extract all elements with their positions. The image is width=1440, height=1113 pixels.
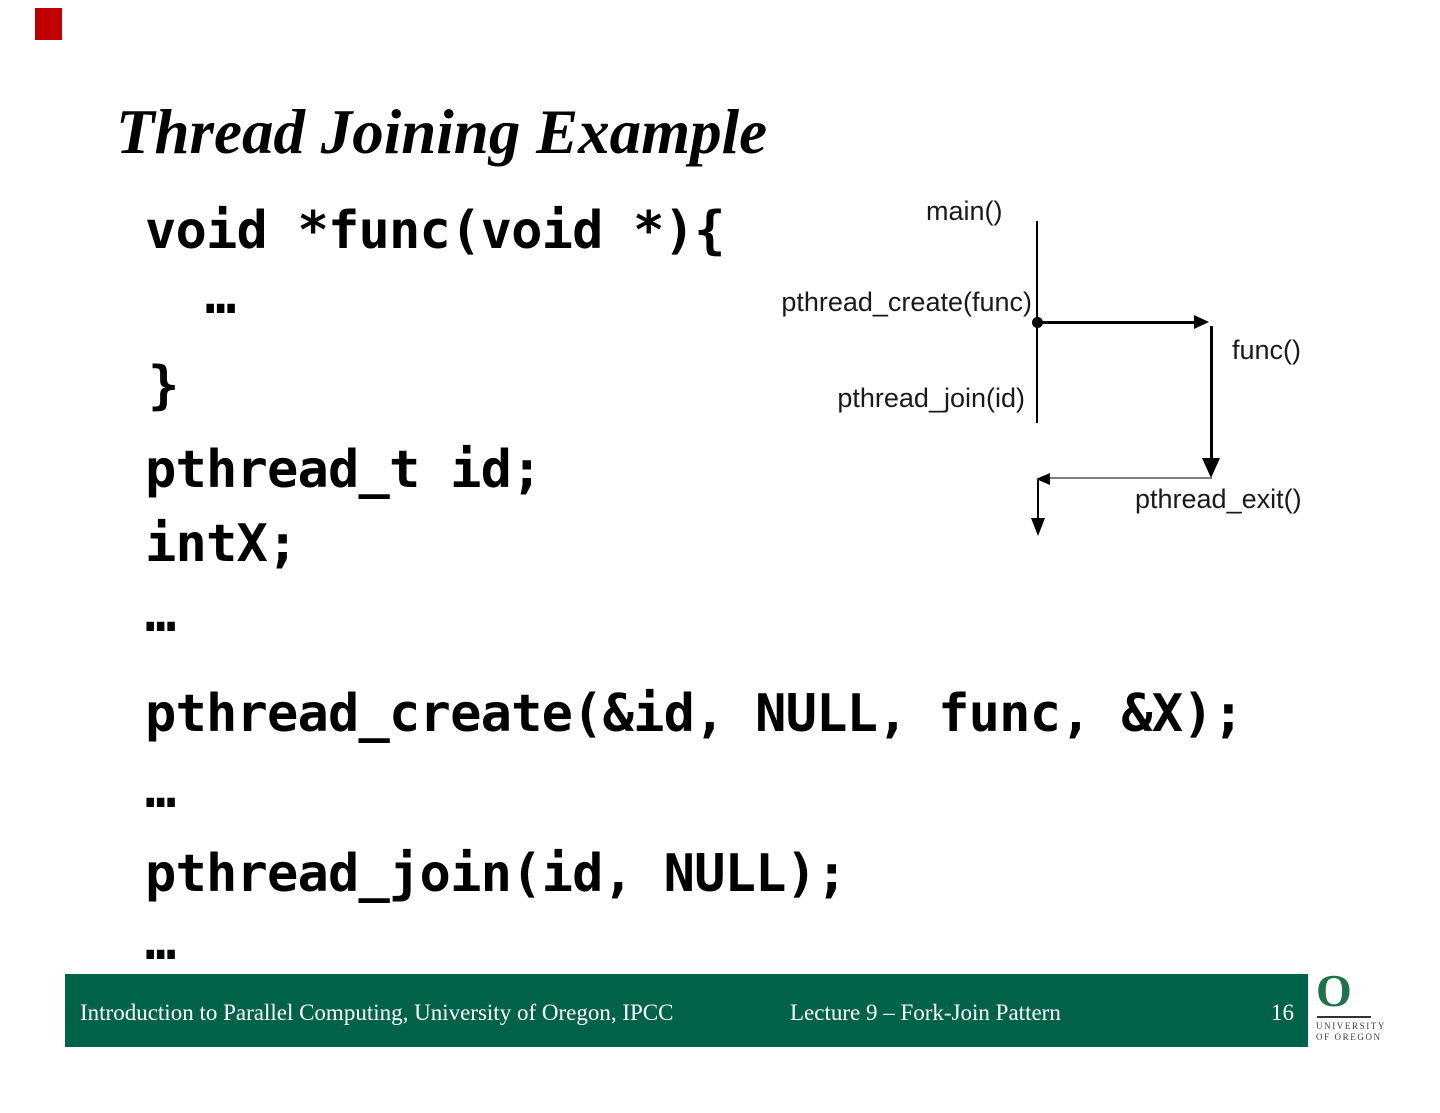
logo-oregon-text: OF OREGON	[1316, 1032, 1382, 1042]
fork-arrow-line	[1041, 321, 1195, 324]
code-line-ellipsis-3: …	[145, 760, 176, 820]
footer-page-number: 16	[1271, 1000, 1294, 1025]
main-resume-line	[1037, 480, 1039, 518]
code-line-close-brace: }	[148, 356, 179, 416]
fork-arrowhead-icon	[1194, 315, 1209, 329]
code-line-int-x: intX;	[145, 514, 298, 574]
func-thread-line	[1210, 326, 1213, 460]
corner-marker	[35, 8, 62, 40]
diagram-create-label: pthread_create(func)	[781, 287, 1032, 317]
fork-point-dot	[1032, 317, 1043, 328]
code-line-ellipsis-1: …	[205, 266, 236, 326]
code-line-pthread-join: pthread_join(id, NULL);	[145, 844, 847, 904]
slide-title: Thread Joining Example	[116, 97, 768, 167]
code-line-func-decl: void *func(void *){	[145, 201, 725, 261]
code-line-pthread-create: pthread_create(&id, NULL, func, &X);	[145, 684, 1244, 744]
logo-university-text: UNIVERSITY	[1316, 1021, 1386, 1031]
footer-lecture-text: Lecture 9 – Fork-Join Pattern	[790, 1000, 1061, 1025]
code-line-pthread-t: pthread_t id;	[145, 440, 542, 500]
join-return-arrowhead-icon	[1036, 473, 1050, 485]
footer-course-text: Introduction to Parallel Computing, Univ…	[80, 1000, 674, 1025]
logo-divider-line	[1317, 1016, 1371, 1018]
diagram-func-label: func()	[1232, 335, 1302, 365]
diagram-main-label: main()	[926, 196, 1003, 226]
diagram-join-label: pthread_join(id)	[837, 383, 1025, 413]
main-resume-arrowhead-icon	[1031, 518, 1045, 536]
join-return-line	[1048, 477, 1212, 479]
footer-bar	[65, 974, 1308, 1047]
university-o-logo-icon: O	[1316, 965, 1352, 1016]
diagram-exit-label: pthread_exit()	[1135, 484, 1302, 514]
func-thread-arrowhead-icon	[1202, 458, 1220, 478]
code-line-ellipsis-4: …	[145, 912, 176, 972]
code-line-ellipsis-2: …	[145, 584, 176, 644]
